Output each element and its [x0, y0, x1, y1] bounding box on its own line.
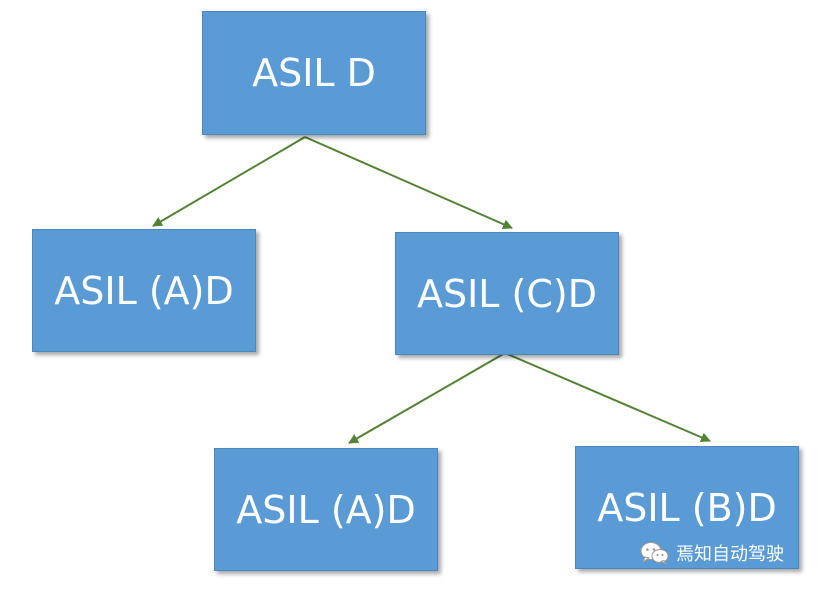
- node-right-child-label: ASIL (C)D: [416, 271, 598, 316]
- edge-right-child-to-grandchild-b: [504, 352, 711, 443]
- node-right-right-grandchild: ASIL (B)D: [575, 446, 799, 569]
- edge-right-child-to-grandchild-a: [348, 352, 506, 444]
- node-right-right-grandchild-label: ASIL (B)D: [597, 485, 777, 530]
- watermark-text: 焉知自动驾驶: [676, 544, 784, 565]
- node-right-left-grandchild: ASIL (A)D: [214, 448, 438, 571]
- edge-root-to-right-child: [304, 136, 513, 229]
- node-root-label: ASIL D: [252, 51, 376, 95]
- node-root-asil-d: ASIL D: [202, 11, 426, 135]
- node-left-child: ASIL (A)D: [32, 229, 256, 352]
- edge-root-to-left-child: [152, 136, 306, 227]
- node-left-child-label: ASIL (A)D: [54, 268, 234, 313]
- wechat-icon: [640, 541, 670, 565]
- node-right-left-grandchild-label: ASIL (A)D: [236, 487, 416, 532]
- node-right-child: ASIL (C)D: [395, 232, 619, 355]
- watermark: 焉知自动驾驶: [640, 538, 784, 568]
